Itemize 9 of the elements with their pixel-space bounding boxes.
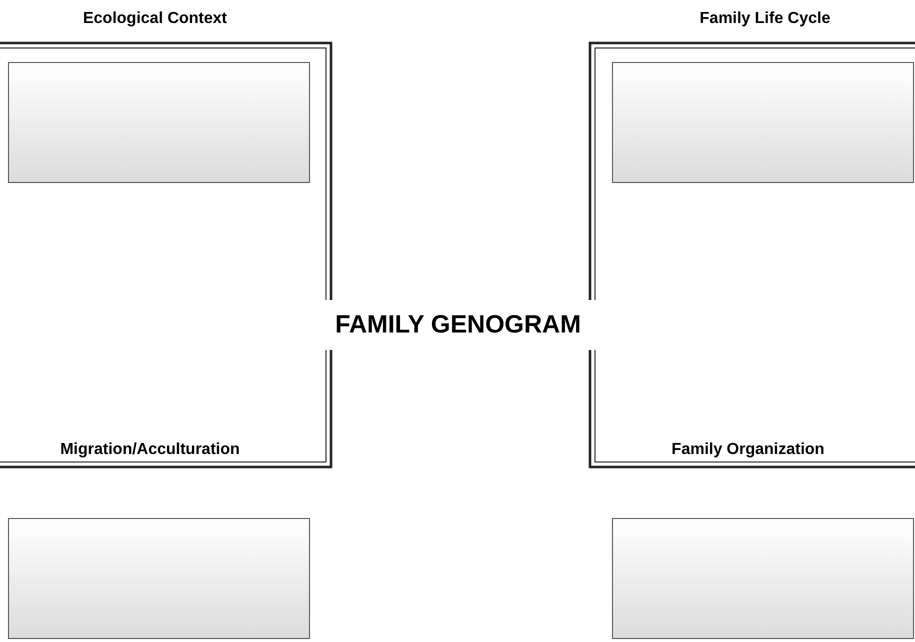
section-heading: Family Life Cycle bbox=[700, 10, 830, 28]
center-title: FAMILY GENOGRAM bbox=[335, 310, 581, 340]
empty-box bbox=[8, 62, 310, 183]
empty-box bbox=[612, 518, 914, 639]
section-heading: Family Organization bbox=[672, 441, 824, 459]
empty-box bbox=[612, 62, 914, 183]
empty-box bbox=[8, 518, 310, 639]
section-heading: Migration/Acculturation bbox=[60, 441, 240, 459]
section-heading: Ecological Context bbox=[82, 10, 228, 28]
